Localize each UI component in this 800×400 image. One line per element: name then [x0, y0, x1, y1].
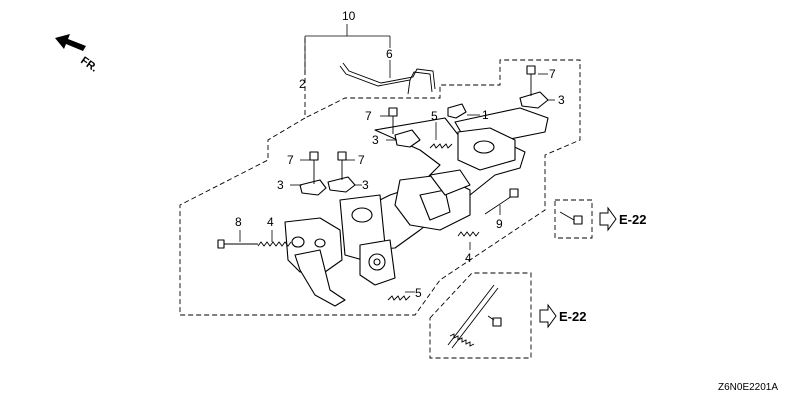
reference-lower: E-22 [559, 309, 586, 324]
bolt-9 [484, 188, 519, 215]
lower-spring-part [447, 284, 502, 349]
callout-4-right: 4 [465, 251, 472, 265]
reference-upper: E-22 [619, 212, 646, 227]
callout-3-middle: 3 [362, 178, 369, 192]
governor-rod [339, 62, 436, 95]
callout-6: 6 [386, 47, 393, 61]
lower-reference-box [429, 272, 532, 359]
callout-3-right: 3 [558, 93, 565, 107]
callout-2: 2 [299, 77, 306, 91]
callout-7-right: 7 [549, 67, 556, 81]
callout-7-middle: 7 [358, 153, 365, 167]
assembly-boundary [179, 38, 581, 316]
front-direction-arrow-icon [55, 34, 86, 51]
callout-8: 8 [235, 215, 242, 229]
upper-reference-arrow-icon [599, 206, 617, 232]
callout-7-center: 7 [365, 109, 372, 123]
small-part-1 [447, 103, 467, 119]
callout-4-left: 4 [267, 215, 274, 229]
callout-9: 9 [496, 217, 503, 231]
callout-10: 10 [342, 9, 356, 23]
callout-5-upper: 5 [431, 109, 438, 123]
callout-7-left: 7 [287, 153, 294, 167]
long-spring-parts [257, 231, 480, 247]
bolt-8 [217, 239, 258, 249]
spring-parts [387, 143, 453, 301]
leader-lines [239, 60, 555, 293]
callout-3-center: 3 [372, 133, 379, 147]
control-base-bracket [284, 107, 549, 307]
callout-5-lower: 5 [415, 286, 422, 300]
callout-1: 1 [482, 108, 489, 122]
screw-parts [309, 65, 536, 184]
diagram-code: Z6N0E2201A [718, 382, 778, 393]
lower-reference-arrow-icon [539, 303, 557, 329]
clip-parts [299, 91, 549, 196]
direction-label: FR. [78, 55, 99, 75]
upper-bolt-part [559, 211, 583, 225]
upper-reference-box [554, 199, 593, 239]
callout-3-left: 3 [277, 178, 284, 192]
callout-10-bracket [304, 24, 391, 74]
